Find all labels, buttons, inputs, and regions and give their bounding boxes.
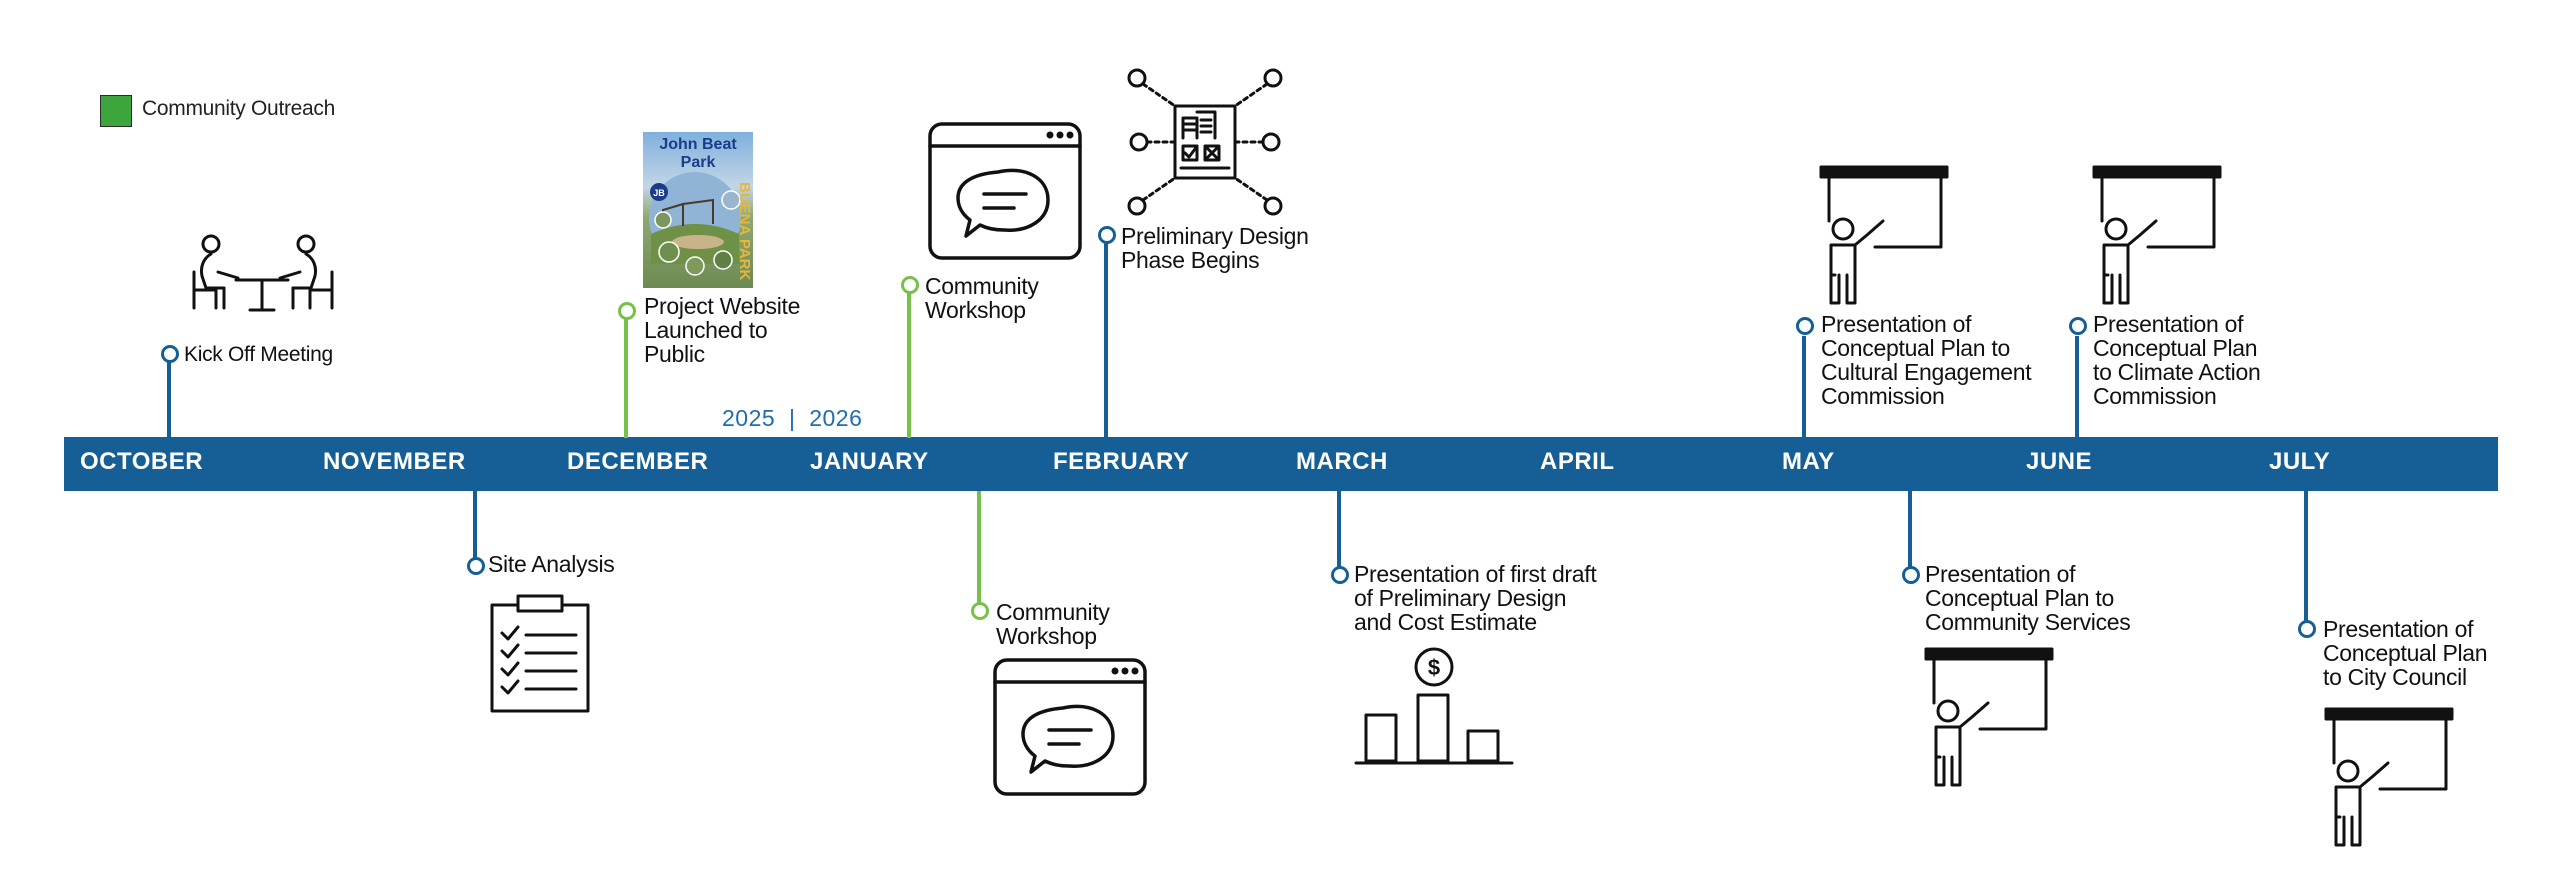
label-site-analysis: Site Analysis [488, 551, 615, 577]
chat-window-icon [928, 122, 1082, 260]
month-may: MAY [1782, 448, 1835, 475]
label-cultural-engagement: Presentation of Conceptual Plan to Cultu… [1821, 311, 2032, 409]
month-february: FEBRUARY [1053, 448, 1190, 475]
presenter-icon [2324, 707, 2454, 847]
presenter-icon [1819, 165, 1949, 305]
park-collage: JB [649, 172, 741, 276]
month-january: JANUARY [810, 448, 929, 475]
dot-site-analysis [467, 557, 485, 575]
stem-site-analysis [473, 491, 477, 563]
stem-first-draft-presentation [1337, 491, 1341, 573]
label-preliminary-design: Preliminary Design Phase Begins [1121, 223, 1309, 273]
dot-kick-off-meeting [161, 345, 179, 363]
stem-community-workshop-2 [977, 491, 981, 603]
building-plan-icon [1127, 68, 1283, 216]
month-june: JUNE [2026, 448, 2093, 475]
label-kick-off-meeting: Kick Off Meeting [184, 343, 333, 366]
presenter-icon [2092, 165, 2222, 305]
meeting-icon [192, 234, 334, 312]
label-climate-action: Presentation of Conceptual Plan to Clima… [2093, 311, 2261, 409]
dot-city-council [2298, 620, 2316, 638]
svg-text:$: $ [1428, 655, 1440, 680]
label-project-website: Project Website Launched to Public [644, 293, 801, 367]
dot-cultural-engagement [1796, 317, 1814, 335]
year-divider: 2025 | 2026 [722, 405, 863, 431]
legend-swatch-community-outreach [100, 95, 132, 127]
label-first-draft-presentation: Presentation of first draft of Prelimina… [1354, 561, 1597, 635]
presenter-icon [1924, 647, 2054, 787]
dot-community-workshop-1 [901, 276, 919, 294]
label-city-council: Presentation of Conceptual Plan to City … [2323, 616, 2488, 690]
dot-climate-action [2069, 317, 2087, 335]
chat-window-icon [993, 658, 1147, 796]
dot-project-website [618, 302, 636, 320]
dot-community-workshop-2 [971, 602, 989, 620]
dot-community-services [1902, 566, 1920, 584]
timeline-band [64, 437, 2498, 491]
park-thumbnail: John Beat Park JB BUENA PARK [643, 132, 753, 288]
label-community-workshop-1: Community Workshop [925, 273, 1039, 323]
park-badge: JB [653, 188, 665, 198]
dot-preliminary-design [1098, 226, 1116, 244]
month-december: DECEMBER [567, 448, 709, 475]
stem-community-services [1908, 491, 1912, 575]
stem-city-council [2304, 491, 2308, 621]
stem-preliminary-design [1104, 240, 1108, 438]
stem-cultural-engagement [1802, 336, 1806, 438]
label-community-services: Presentation of Conceptual Plan to Commu… [1925, 561, 2131, 635]
dot-first-draft-presentation [1331, 566, 1349, 584]
stem-kick-off-meeting [167, 354, 171, 438]
park-thumbnail-title: John Beat Park [659, 136, 737, 171]
month-april: APRIL [1540, 448, 1615, 475]
label-community-workshop-2: Community Workshop [996, 599, 1110, 649]
legend-label: Community Outreach [142, 97, 336, 120]
park-thumbnail-side-text: BUENA PARK [736, 182, 753, 281]
stem-project-website [624, 316, 628, 438]
stem-climate-action [2075, 336, 2079, 438]
stem-community-workshop-1 [907, 290, 911, 438]
month-november: NOVEMBER [323, 448, 466, 475]
month-october: OCTOBER [80, 448, 204, 475]
clipboard-checklist-icon [490, 594, 590, 713]
month-july: JULY [2269, 448, 2331, 475]
month-march: MARCH [1296, 448, 1388, 475]
cost-chart-icon: $ [1354, 647, 1514, 765]
